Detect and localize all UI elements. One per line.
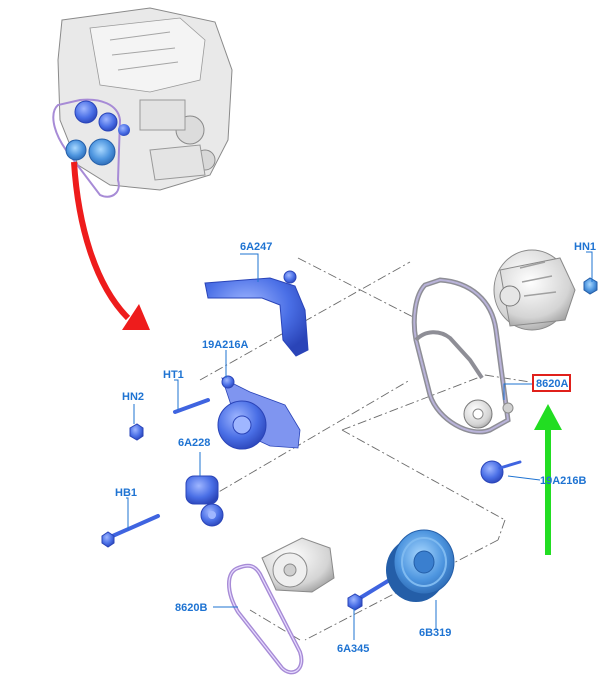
callout-HB1[interactable]: HB1 <box>115 487 137 499</box>
part-belt-idler <box>463 399 514 429</box>
callout-19A216A[interactable]: 19A216A <box>202 339 249 351</box>
belt-8620B <box>227 563 304 675</box>
callout-8620B[interactable]: 8620B <box>175 602 207 614</box>
part-6A247 <box>204 270 309 357</box>
callout-6A345[interactable]: 6A345 <box>337 643 369 655</box>
red-arrow <box>71 161 150 330</box>
part-alternator <box>493 249 598 331</box>
part-19A216A <box>217 375 301 450</box>
callout-HN2[interactable]: HN2 <box>122 391 144 403</box>
alignment-lines <box>199 257 531 641</box>
callout-19A216B[interactable]: 19A216B <box>540 475 587 487</box>
part-HN2 <box>129 423 144 441</box>
leader-lines <box>126 251 593 640</box>
part-HT1 <box>173 398 210 414</box>
part-HB1 <box>101 514 160 548</box>
callout-labels: 6A247 HN1 19A216A HT1 HN2 6A228 HB1 8620… <box>115 241 596 655</box>
highlight-box-8620A <box>532 374 571 392</box>
callout-HT1[interactable]: HT1 <box>163 369 184 381</box>
callout-HN1[interactable]: HN1 <box>574 241 596 253</box>
engine-overview <box>52 7 233 198</box>
callout-6B319[interactable]: 6B319 <box>419 627 451 639</box>
green-arrow <box>534 404 562 555</box>
part-6A228 <box>185 475 224 527</box>
part-6B319 <box>386 529 455 602</box>
callout-6A247[interactable]: 6A247 <box>240 241 272 253</box>
part-19A216B <box>480 460 522 484</box>
callout-6A228[interactable]: 6A228 <box>178 437 210 449</box>
callout-8620A[interactable]: 8620A <box>536 378 568 390</box>
belt-8620A <box>411 277 511 435</box>
part-water-pump <box>261 537 335 593</box>
